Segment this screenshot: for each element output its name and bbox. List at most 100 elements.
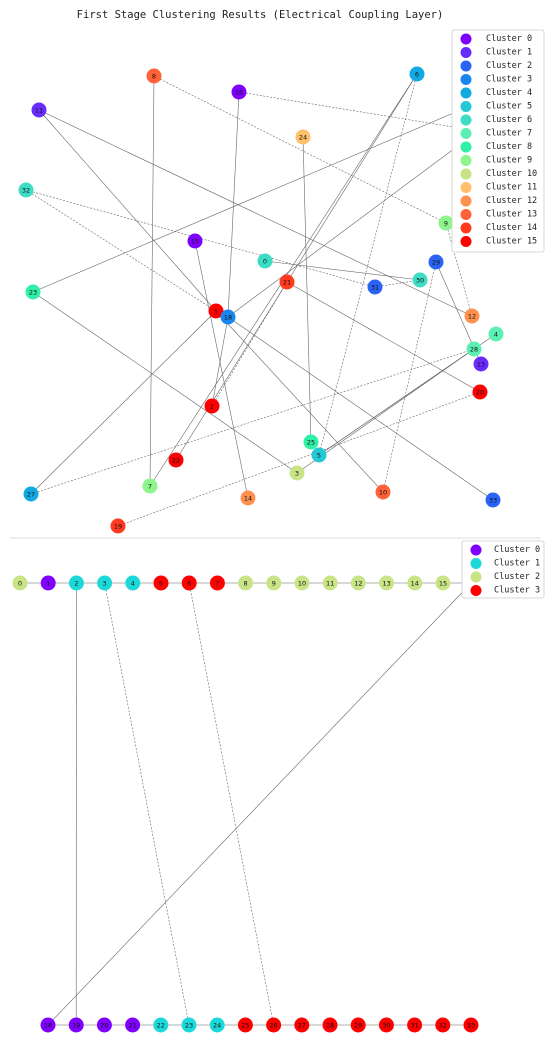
legend-entry-7: Cluster 7: [460, 128, 532, 139]
node-circle: [407, 575, 423, 591]
top-node-32: 32: [18, 182, 34, 198]
top-node-21: 21: [279, 274, 295, 290]
bottom-node-7: 7: [209, 575, 225, 591]
legend-label: Cluster 0: [486, 34, 532, 44]
node-circle: [97, 575, 113, 591]
bottom-node-10: 10: [294, 575, 310, 591]
legend-entry-8: Cluster 8: [460, 141, 532, 153]
top-edge-2-21: [211, 281, 288, 407]
legend-swatch: [460, 114, 472, 126]
node-label: 4: [131, 580, 135, 588]
node-label: 33: [467, 1022, 475, 1030]
legend-swatch: [460, 101, 472, 112]
top-edge-15-14: [194, 240, 249, 499]
bottom-network-graph: 0123456789101112131415161819202122232425…: [12, 575, 479, 1033]
bottom-node-31: 31: [407, 1017, 423, 1033]
node-circle: [240, 490, 256, 506]
node-label: 5: [159, 580, 163, 588]
top-node-33: 33: [485, 492, 501, 508]
top-node-20: 20: [472, 384, 488, 400]
node-circle: [23, 486, 39, 502]
bottom-node-22: 22: [153, 1017, 169, 1033]
top-nodes: 0123456789101112131415161718192021222324…: [18, 66, 504, 534]
node-label: 29: [354, 1022, 362, 1030]
node-circle: [472, 384, 488, 400]
node-label: 19: [114, 523, 122, 531]
node-circle: [208, 303, 224, 319]
top-edge-18-2: [211, 316, 229, 407]
legend-entry-12: Cluster 12: [460, 195, 537, 207]
legend-label: Cluster 9: [486, 156, 532, 166]
node-label: 28: [326, 1022, 334, 1030]
top-node-7: 7: [142, 478, 158, 494]
legend-label: Cluster 3: [494, 586, 540, 596]
node-label: 24: [213, 1022, 221, 1030]
legend-swatch: [460, 87, 472, 99]
node-circle: [209, 575, 225, 591]
node-circle: [289, 465, 305, 481]
legend-entry-11: Cluster 11: [460, 182, 537, 193]
node-circle: [438, 215, 454, 231]
node-circle: [181, 1017, 197, 1033]
node-label: 22: [157, 1022, 165, 1030]
legend-swatch: [460, 168, 472, 180]
node-label: 22: [172, 457, 180, 465]
node-label: 30: [416, 277, 424, 285]
bottom-node-27: 27: [294, 1017, 310, 1033]
legend-label: Cluster 13: [486, 210, 537, 220]
node-label: 21: [283, 279, 291, 287]
legend-swatch: [470, 558, 482, 569]
node-label: 13: [477, 361, 485, 369]
node-circle: [187, 233, 203, 249]
node-label: 2: [74, 580, 78, 588]
top-edge-4-5: [318, 333, 497, 456]
node-circle: [125, 1017, 141, 1033]
node-circle: [209, 1017, 225, 1033]
bottom-node-4: 4: [125, 575, 141, 591]
node-circle: [378, 1017, 394, 1033]
top-edge-8-9: [153, 75, 447, 224]
bottom-node-2: 2: [68, 575, 84, 591]
legend-entry-9: Cluster 9: [460, 155, 532, 166]
top-edge-27-28: [30, 348, 475, 495]
node-label: 15: [439, 580, 447, 588]
node-label: 12: [354, 580, 362, 588]
legend-label: Cluster 14: [486, 223, 537, 233]
node-circle: [311, 447, 327, 463]
top-edge-28-3: [296, 348, 475, 474]
legend-entry-4: Cluster 4: [460, 87, 532, 99]
top-node-31: 31: [367, 279, 383, 295]
legend-label: Cluster 6: [486, 115, 532, 125]
node-label: 29: [432, 259, 440, 267]
legend-swatch: [470, 585, 482, 596]
node-label: 20: [476, 389, 484, 397]
top-node-10: 10: [375, 484, 391, 500]
legend-swatch: [460, 155, 472, 166]
node-circle: [231, 84, 247, 100]
node-circle: [294, 1017, 310, 1033]
node-circle: [463, 1017, 479, 1033]
node-label: 23: [29, 289, 37, 297]
node-label: 4: [494, 331, 498, 339]
legend-label: Cluster 2: [486, 61, 532, 71]
node-circle: [68, 575, 84, 591]
node-label: 6: [415, 71, 419, 79]
node-label: 0: [18, 580, 22, 588]
node-circle: [488, 326, 504, 342]
bottom-node-3: 3: [97, 575, 113, 591]
node-circle: [407, 1017, 423, 1033]
top-edge-8-7: [149, 75, 155, 487]
legend-label: Cluster 5: [486, 102, 532, 112]
top-node-25: 25: [303, 434, 319, 450]
bottom-edge-16-18: [47, 582, 472, 1026]
bottom-node-30: 30: [378, 1017, 394, 1033]
node-label: 2: [210, 403, 214, 411]
top-node-0: 0: [257, 253, 273, 269]
bottom-node-0: 0: [12, 575, 28, 591]
bottom-node-18: 18: [40, 1017, 56, 1033]
node-circle: [257, 253, 273, 269]
legend-label: Cluster 10: [486, 169, 537, 179]
figure-title: First Stage Clustering Results (Electric…: [77, 9, 444, 21]
node-circle: [412, 272, 428, 288]
node-label: 1: [214, 308, 218, 316]
